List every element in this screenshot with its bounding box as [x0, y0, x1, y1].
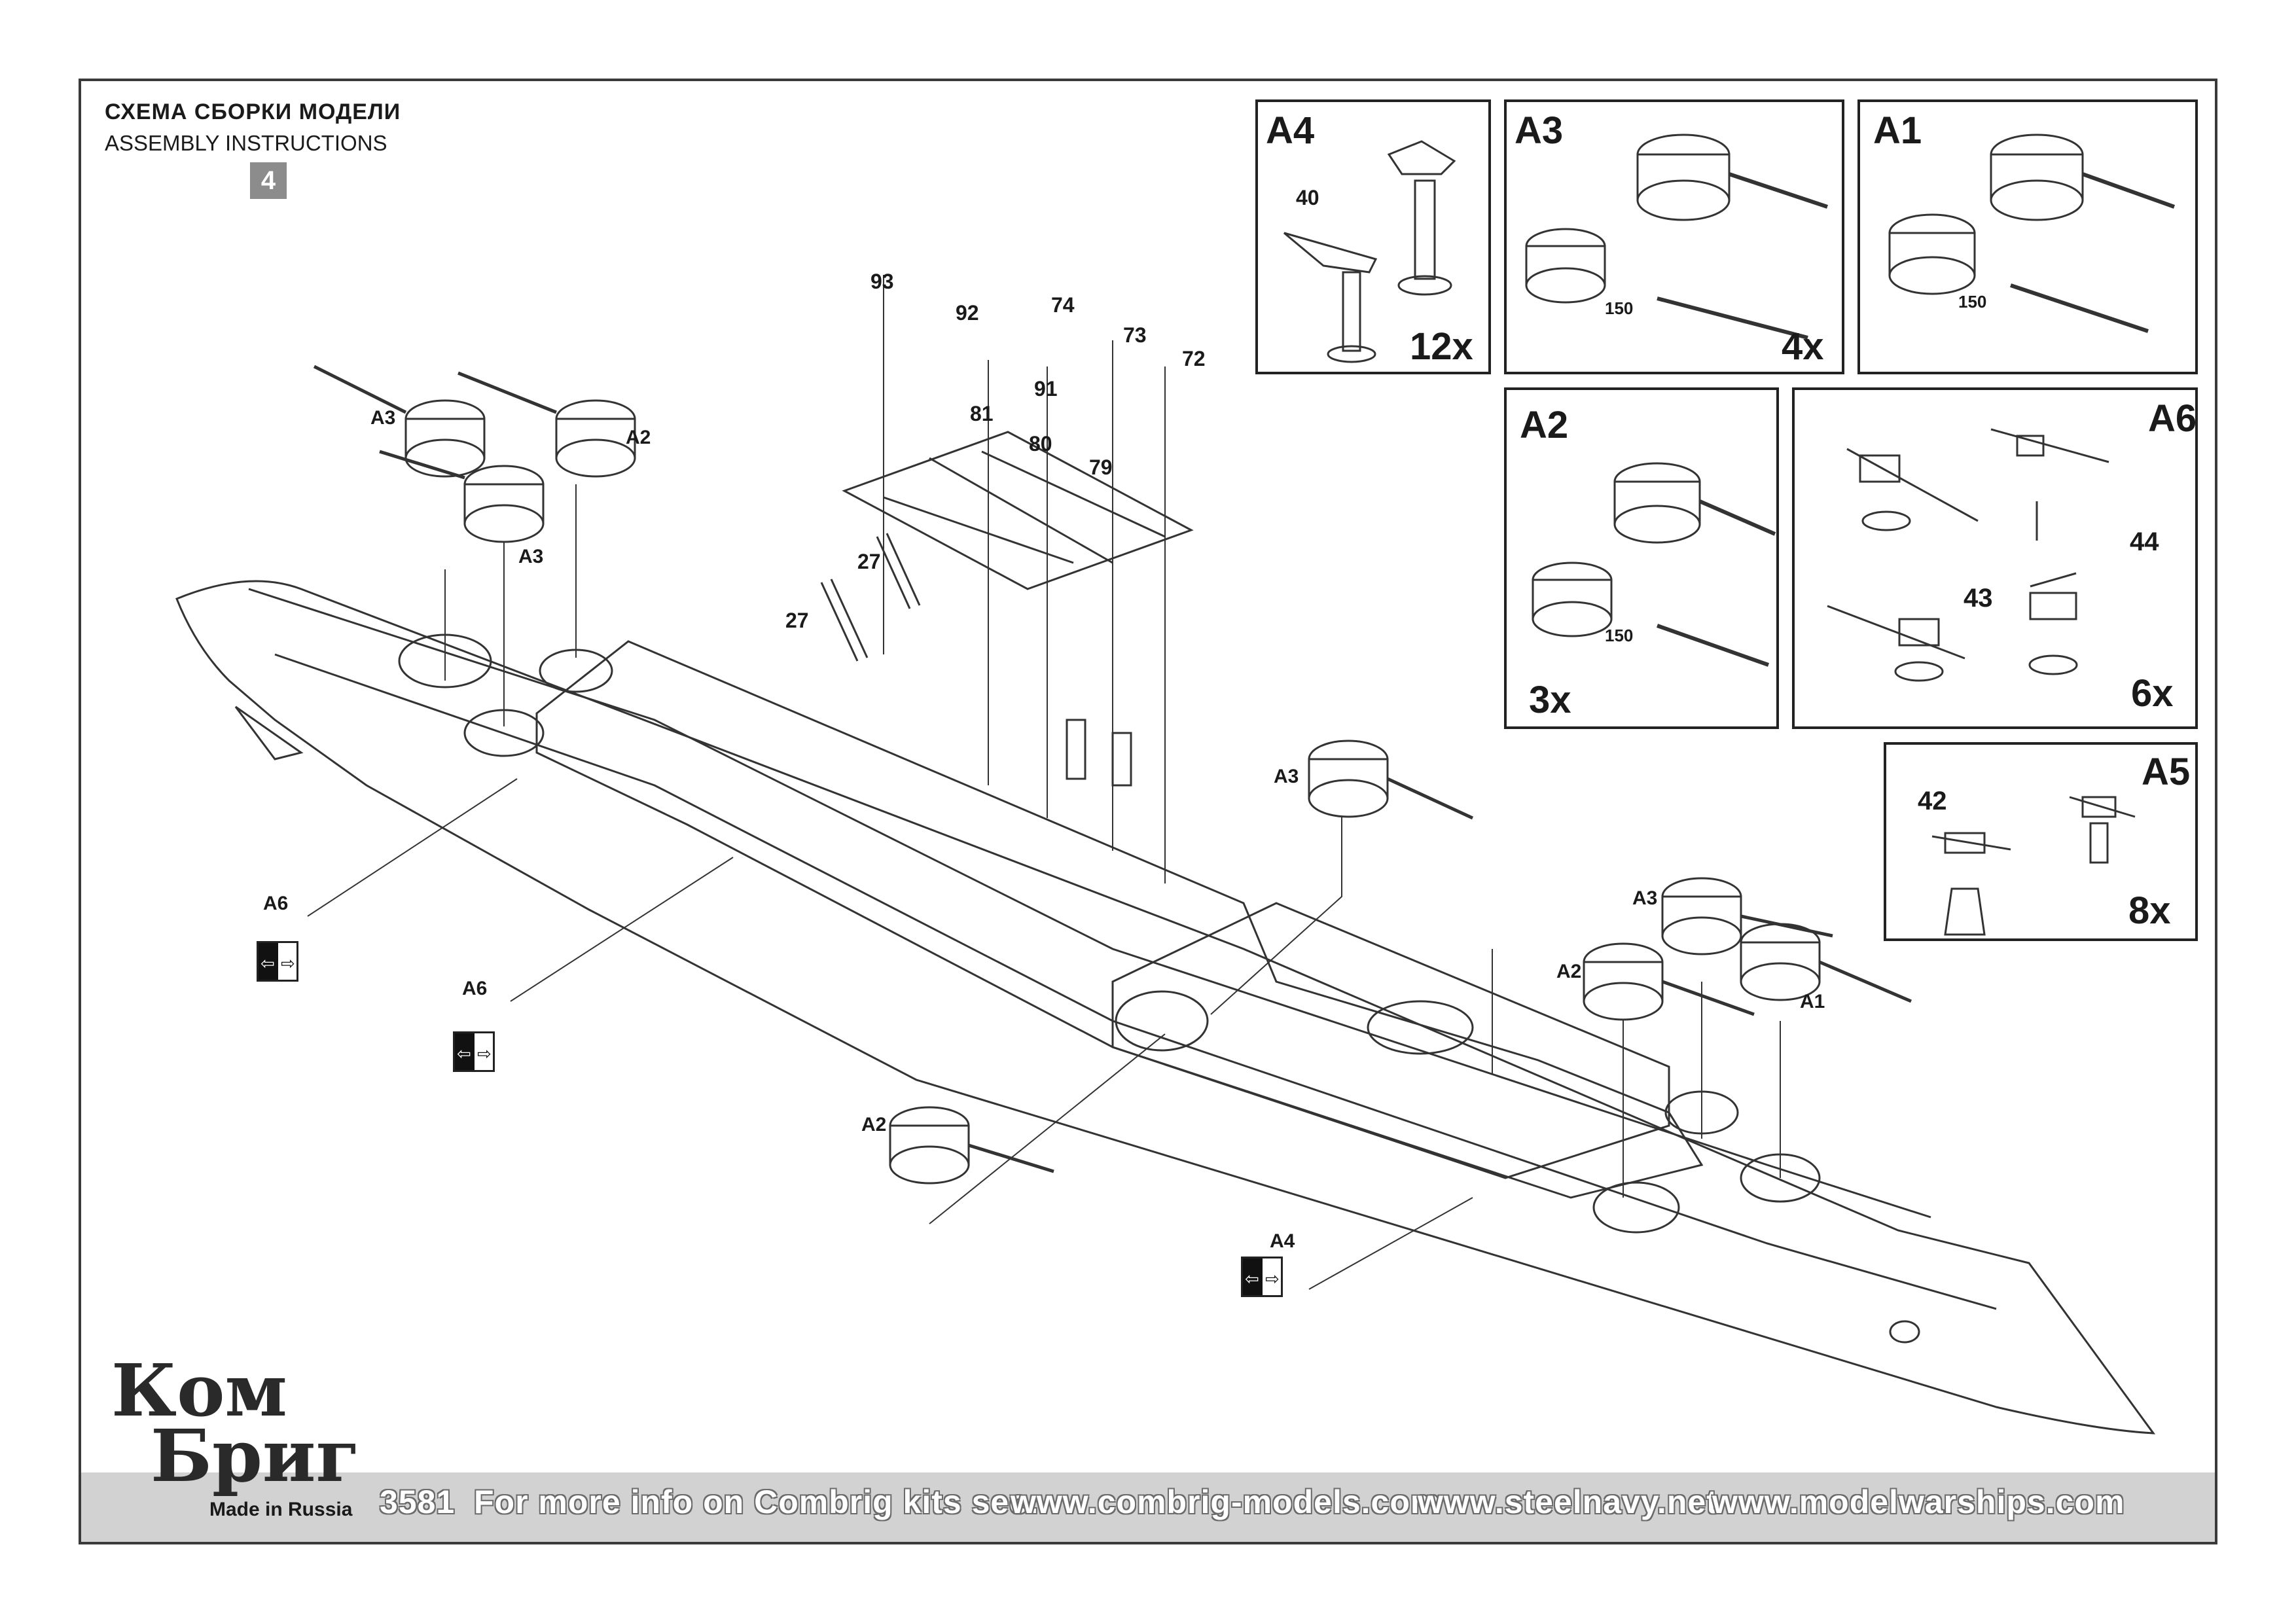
part-number: 92: [956, 301, 979, 325]
part-number: 91: [1034, 377, 1058, 401]
part-number: 72: [1182, 347, 1206, 370]
barbette-aft-1: [1592, 1181, 1680, 1234]
box-count: 6x: [2131, 672, 2174, 715]
turret-label: A1: [1800, 991, 1825, 1012]
part-number: 44: [2130, 527, 2159, 556]
detail-box-a5: A5 42 8x: [1884, 742, 2198, 941]
turret-label: A2: [861, 1114, 887, 1135]
box-label: A4: [1266, 109, 1315, 152]
midship-deckhouse: [1111, 902, 1670, 1179]
view-direction-icon: ⇦⇨: [1241, 1257, 1283, 1297]
detail-box-a3: A3 150 4x: [1504, 99, 1844, 374]
turret-label: A2: [626, 427, 651, 448]
turret-label: A2: [1556, 961, 1582, 982]
part-number: 81: [970, 402, 994, 425]
part-number: 42: [1918, 787, 1947, 815]
mast-pillar-2: [1111, 732, 1132, 787]
logo-text: Ком: [111, 1348, 287, 1433]
part-number: 43: [1964, 584, 1993, 613]
kit-number: 3581: [380, 1484, 456, 1520]
view-direction-icon: ⇦⇨: [257, 941, 298, 982]
url-link[interactable]: www.steelnavy.net: [1418, 1484, 1718, 1520]
box-label: A2: [1520, 404, 1569, 446]
deck-edge: [248, 588, 1931, 1219]
turret-label: A3: [1274, 766, 1299, 787]
barbette-mid: [1115, 990, 1209, 1052]
anchor-hawse: [1889, 1320, 1920, 1344]
url-link[interactable]: www.modelwarships.com: [1712, 1484, 2125, 1520]
part-number: 150: [1605, 298, 1634, 318]
box-count: 4x: [1782, 325, 1824, 368]
turret-label: A3: [1632, 887, 1658, 909]
ladder-27b: [876, 533, 921, 609]
footer-band: [81, 1472, 2215, 1542]
page-frame: [79, 79, 2217, 1544]
gun-label: A6: [263, 893, 289, 914]
ladder-27a: [820, 579, 869, 662]
gun-label: A4: [1270, 1230, 1295, 1252]
logo-text: Бриг: [151, 1414, 360, 1498]
ram-bow: [234, 705, 304, 760]
box-label: A6: [2148, 397, 2197, 440]
step-number-badge: 4: [250, 162, 287, 199]
turret-label: A3: [370, 407, 396, 429]
view-direction-icon: ⇦⇨: [453, 1031, 495, 1072]
url-link[interactable]: www.combrig-models.com: [1011, 1484, 1441, 1520]
truss-frame: [842, 431, 1194, 590]
deck-hatch: [1367, 1000, 1474, 1055]
superstructure: [535, 640, 1704, 1199]
part-number: 150: [1958, 292, 1987, 312]
part-number: 73: [1123, 323, 1147, 347]
part-number: 80: [1029, 432, 1052, 455]
box-label: A3: [1515, 109, 1564, 152]
made-in-label: Made in Russia: [209, 1499, 353, 1520]
detail-box-a6: A6 44 43 6x: [1792, 387, 2198, 729]
part-number: 93: [870, 270, 894, 293]
title-en: ASSEMBLY INSTRUCTIONS: [105, 131, 387, 155]
detail-box-a2: A2 150 3x: [1504, 387, 1779, 729]
part-number: 27: [857, 550, 881, 573]
box-count: 8x: [2128, 889, 2171, 932]
combrig-logo: Ком Бриг Made in Russia: [111, 1329, 360, 1544]
gun-label: A6: [462, 978, 488, 999]
info-text: For more info on Combrig kits see:: [474, 1484, 1040, 1520]
deck-edge-lower: [274, 653, 1997, 1310]
detail-box-a4: A4 40 12x: [1255, 99, 1491, 374]
part-number: 79: [1089, 455, 1113, 479]
mast-pillar: [1066, 719, 1086, 780]
box-label: A5: [2142, 751, 2191, 793]
part-number: 40: [1296, 186, 1319, 209]
part-number: 27: [785, 609, 809, 632]
box-label: A1: [1873, 109, 1922, 152]
box-count: 12x: [1410, 325, 1473, 368]
title-ru: СХЕМА СБОРКИ МОДЕЛИ: [105, 99, 401, 124]
detail-box-a1: A1 150: [1857, 99, 2198, 374]
box-count: 3x: [1529, 679, 1571, 721]
hull-outline: [175, 580, 2156, 1435]
part-number: 74: [1051, 293, 1075, 317]
turret-label: A3: [518, 546, 544, 567]
part-number: 150: [1605, 626, 1634, 645]
